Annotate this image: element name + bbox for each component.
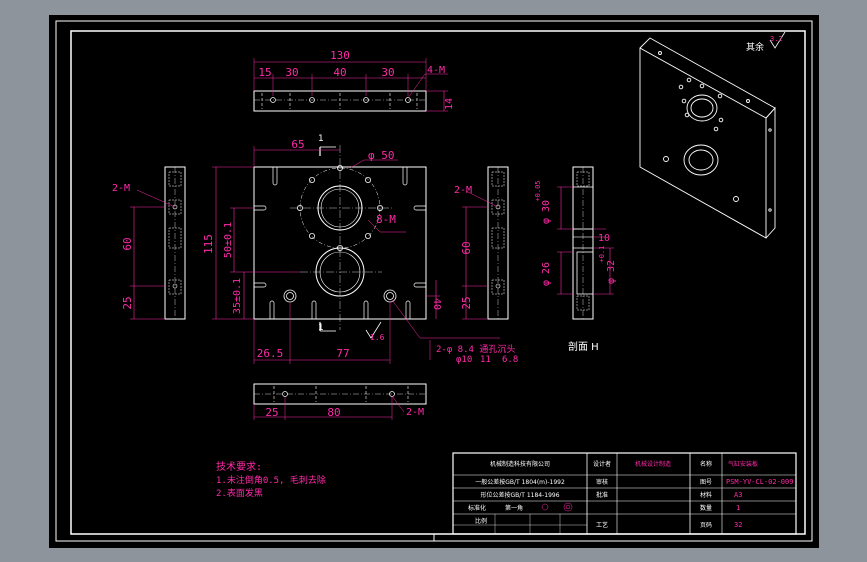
dim-bottom-25: 25	[265, 406, 278, 419]
left-side-view: 2-M 60 25	[112, 166, 186, 320]
tb-qty-label: 数量	[700, 504, 712, 512]
dim-top-15: 15	[258, 66, 271, 79]
hole-11: 11	[480, 355, 491, 365]
dim-top-30b: 30	[381, 66, 394, 79]
dim-left-2m: 2-M	[112, 183, 130, 194]
dim-front-40: 40	[431, 298, 442, 310]
dim-front-phi50: φ 50	[368, 149, 395, 162]
dim-top-4m: 4-M	[427, 65, 445, 76]
tb-material-label: 材料	[700, 491, 712, 499]
tb-material-value: A3	[734, 491, 742, 499]
notes-line1: 1.未注倒角0.5, 毛刺去除	[216, 474, 326, 486]
dim-front-65: 65	[291, 138, 304, 151]
title-block: 机械制造科技有限公司 一般公差按GB/T 1804(m)-1992 形位公差按G…	[452, 452, 797, 535]
notes-title: 技术要求:	[216, 460, 262, 473]
tb-code-label: 图号	[700, 479, 712, 486]
dim-left-60: 60	[121, 237, 134, 250]
top-view: 130 15 30 40 30 4-M 14	[253, 49, 455, 112]
tb-name-label: 名称	[700, 460, 712, 468]
tb-qty-value: 1	[736, 504, 740, 512]
dim-sec-tol32: +0.1	[598, 246, 606, 263]
tb-sheet: 第一角	[505, 504, 523, 512]
dim-top-30a: 30	[285, 66, 298, 79]
dim-bottom-2m: 2-M	[406, 407, 424, 418]
section-view: φ 30 +0.05 φ 26 φ 32 +0.1 10 剖面 H	[534, 166, 617, 353]
tb-standard: 标准化	[468, 504, 486, 512]
dim-right-2m: 2-M	[454, 185, 472, 196]
tb-std1: 一般公差按GB/T 1804(m)-1992	[475, 478, 565, 486]
dim-sec-phi26: φ 26	[541, 262, 552, 286]
hole-6-8: 6.8	[502, 355, 518, 365]
dim-left-25: 25	[121, 296, 134, 309]
dim-bottom-80: 80	[327, 406, 340, 419]
tb-page-value: 32	[734, 521, 742, 529]
bottom-view: 25 80 2-M	[253, 383, 427, 420]
dim-front-8m: 8-M	[376, 213, 396, 226]
inner-frame	[70, 30, 806, 535]
dim-top-14: 14	[444, 98, 455, 110]
tb-std2: 形位公差按GB/T 1184-1996	[480, 491, 559, 499]
tb-designer-label: 设计者	[593, 460, 611, 468]
dim-front-35tol: 35±0.1	[232, 278, 243, 314]
dim-top-40: 40	[333, 66, 346, 79]
roughness-value: 3.2	[770, 35, 783, 43]
dim-front-115: 115	[202, 234, 215, 254]
dim-sec-phi30: φ 30	[541, 200, 552, 224]
dim-sec-phi32: φ 32	[606, 260, 617, 284]
dim-right-25: 25	[460, 296, 473, 309]
hole-callout: 2-φ 8.4 通孔沉头	[436, 344, 515, 355]
dim-sec-tol30: +0.05	[534, 180, 542, 201]
section-label: 剖面 H	[568, 340, 599, 353]
tb-approve-label: 批准	[596, 491, 608, 499]
isometric-view	[639, 37, 776, 239]
tb-check-label: 审核	[596, 478, 608, 486]
dim-top-overall: 130	[330, 49, 350, 62]
dim-front-50tol: 50±0.1	[223, 222, 234, 258]
section-mark-bottom: 1	[318, 323, 324, 333]
section-mark-top: 1	[318, 134, 324, 144]
tb-name-value: 气缸安装板	[728, 460, 758, 468]
tb-code-value: PSM-YV-CL-02-009	[726, 478, 793, 486]
tb-company: 机械制造科技有限公司	[490, 460, 550, 468]
tb-page-label: 页码	[700, 521, 712, 529]
notes-line2: 2.表面发黑	[216, 487, 263, 499]
right-side-view: 2-M 60 25	[454, 166, 509, 320]
tb-designer-value: 机械设计制造	[635, 460, 671, 468]
roughness-note: 其余	[746, 41, 764, 53]
roughness-1-6: 1.6	[370, 333, 385, 342]
tb-craft-label: 工艺	[596, 521, 608, 529]
technical-notes: 技术要求: 1.未注倒角0.5, 毛刺去除 2.表面发黑	[216, 460, 326, 499]
dim-sec-10: 10	[598, 233, 610, 244]
tb-scale: 比例	[475, 517, 487, 525]
dim-right-60: 60	[460, 241, 473, 254]
dim-front-77: 77	[336, 347, 349, 360]
drawing-sheet	[49, 15, 819, 548]
dim-front-26-5: 26.5	[257, 347, 284, 360]
hole-phi10: φ10	[456, 355, 472, 365]
front-view: 1 1 65 φ 50 8-M 115 50±0.1 35±0.1 40 26.…	[202, 134, 518, 365]
